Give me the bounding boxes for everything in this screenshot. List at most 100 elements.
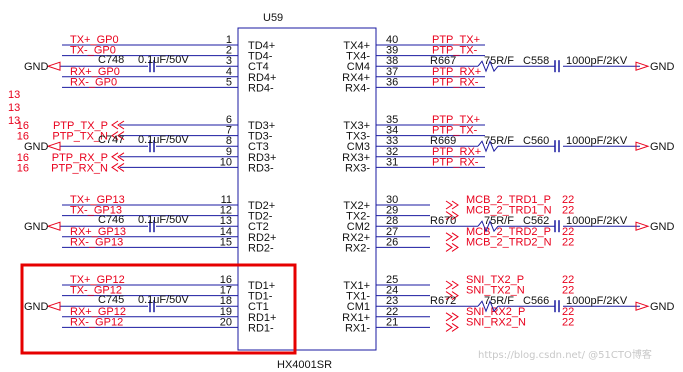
net-label: TX-_GP13 [70, 205, 122, 217]
port-arrow [445, 232, 453, 242]
port-arrow [117, 120, 125, 130]
resistor [477, 219, 499, 233]
port-arrow [111, 152, 119, 162]
highlight-box [20, 263, 297, 355]
net-label: TX+_GP13 [70, 194, 125, 206]
ground-symbol [46, 301, 61, 311]
chip-ref: U59 [263, 12, 283, 24]
ground-symbol [46, 221, 61, 231]
pin-name: CM3 [347, 141, 370, 153]
ground-label: GND [650, 301, 675, 313]
sheet-ref: 13 [8, 89, 20, 101]
ground-symbol [635, 141, 650, 151]
pin-name: TD3+ [248, 120, 275, 132]
sheet-ref: 13 [8, 115, 20, 127]
sheet-ref: 22 [562, 316, 574, 328]
ground-label: GND [24, 301, 49, 313]
pin-name: RD1+ [248, 312, 276, 324]
pin-name: RD4- [248, 82, 274, 94]
net-label: PTP_RX- [432, 156, 479, 168]
capacitor-ref: C566 [523, 295, 549, 307]
sheet-ref: 22 [562, 285, 574, 297]
port-arrow [111, 131, 119, 141]
port-arrow [445, 312, 453, 322]
pin-number: 9 [226, 146, 232, 158]
pin-name: TX3+ [343, 120, 370, 132]
ground-label: GND [24, 141, 49, 153]
net-label: MCB_2_TRD1_P [466, 194, 551, 206]
pin-name: RD3+ [248, 152, 276, 164]
pin-number: 5 [226, 76, 232, 88]
pin-number: 34 [386, 125, 398, 137]
sheet-ref: 16 [17, 120, 29, 132]
pin-name: TD4- [248, 51, 273, 63]
capacitor-value: 1000pF/2KV [566, 55, 628, 67]
pin-name: TX1+ [343, 280, 370, 292]
pin-number: 21 [386, 316, 398, 328]
port-arrow [111, 120, 119, 130]
chip-part-number: HX4001SR [277, 359, 332, 371]
pin-name: RX4- [345, 82, 370, 94]
port-arrow [451, 242, 459, 252]
capacitor-ref: C745 [98, 294, 124, 306]
capacitor-ref: C562 [523, 215, 549, 227]
sheet-ref: 16 [17, 131, 29, 143]
pin-name: CT3 [248, 141, 269, 153]
capacitor-value: 0.1uF/50V [138, 54, 189, 66]
port-arrow [117, 131, 125, 141]
port-arrow [451, 322, 459, 332]
capacitor-ref: C747 [98, 134, 124, 146]
pin-name: RX1- [345, 322, 370, 334]
pin-number: 11 [221, 194, 232, 206]
pin-name: RD2- [248, 242, 274, 254]
pin-number: 40 [386, 34, 398, 46]
net-label: PTP_RX+ [432, 146, 481, 158]
pin-name: CT1 [248, 301, 269, 313]
capacitor-value: 1000pF/2KV [566, 215, 628, 227]
port-arrow [117, 152, 125, 162]
resistor-ref: R667 [430, 55, 456, 67]
pin-name: TX2+ [343, 200, 370, 212]
pin-number: 26 [386, 236, 398, 248]
sheet-ref: 22 [562, 226, 574, 238]
pin-name: CM1 [347, 301, 370, 313]
sheet-ref: 22 [562, 205, 574, 217]
pin-number: 15 [220, 236, 232, 248]
pin-number: 23 [386, 295, 398, 307]
capacitor-ref: C746 [98, 214, 124, 226]
pin-name: CM2 [347, 221, 370, 233]
ground-symbol [46, 61, 61, 71]
ground-symbol [635, 301, 650, 311]
net-label: PTP_TX- [432, 125, 478, 137]
ground-label: GND [650, 61, 675, 73]
net-label: PTP_TX_N [52, 131, 108, 143]
pin-number: 6 [226, 114, 232, 126]
pin-name: RX2+ [342, 232, 370, 244]
sheet-ref: 22 [562, 236, 574, 248]
net-label: PTP_TX- [432, 45, 478, 57]
chip-body [237, 27, 377, 351]
watermark: https://blog.csdn.net/ @51CTO博客 [478, 348, 652, 361]
sheet-ref: 16 [17, 162, 29, 174]
pin-number: 29 [386, 205, 398, 217]
net-label: PTP_TX+ [432, 34, 480, 46]
pin-number: 39 [386, 45, 398, 57]
resistor-ref: R669 [430, 135, 456, 147]
pin-name: RX3- [345, 162, 370, 174]
resistor-value: 75R/F [484, 295, 514, 307]
net-label: RX-_GP13 [70, 236, 123, 248]
net-label: TX-_GP0 [70, 45, 116, 57]
port-arrow [451, 280, 459, 290]
pin-number: 13 [220, 215, 232, 227]
port-arrow [445, 211, 453, 221]
net-label: MCB_2_TRD1_N [466, 205, 552, 217]
resistor [477, 139, 499, 153]
resistor-value: 75R/F [484, 215, 514, 227]
pin-name: CT2 [248, 221, 269, 233]
pin-number: 4 [226, 66, 232, 78]
pin-name: TD1+ [248, 280, 275, 292]
resistor-ref: R670 [430, 215, 456, 227]
resistor-value: 75R/F [484, 55, 514, 67]
